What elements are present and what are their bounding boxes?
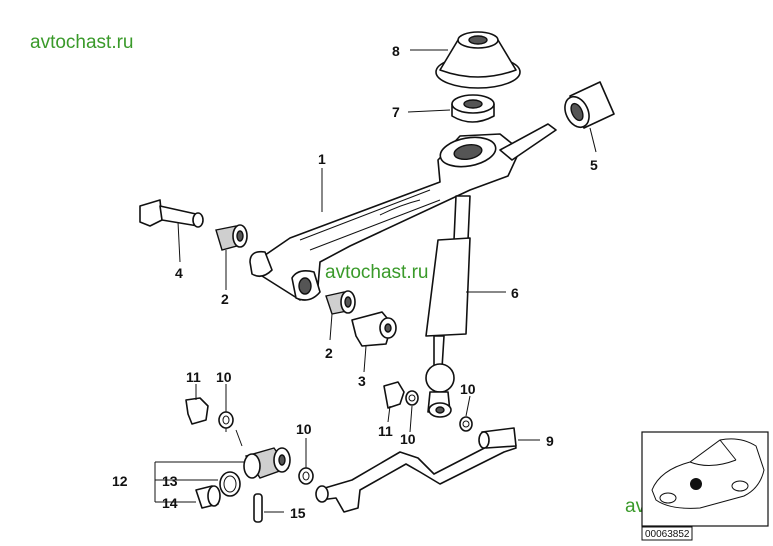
callout-3: 3 [358, 373, 366, 389]
callout-5: 5 [590, 157, 598, 173]
leader-lines [154, 49, 597, 513]
part-10-washer-c [459, 416, 473, 432]
car-location-inset [641, 431, 769, 527]
part-15-pin [253, 493, 263, 523]
part-2-bushing-upper [215, 224, 248, 251]
callout-10-a: 10 [216, 369, 232, 385]
callout-1: 1 [318, 151, 326, 167]
callout-7: 7 [392, 104, 400, 120]
callout-12: 12 [112, 473, 128, 489]
part-10-washer-a [218, 411, 234, 429]
callout-8: 8 [392, 43, 400, 59]
watermark-center: avtochast.ru [325, 262, 429, 283]
callout-10-c: 10 [460, 381, 476, 397]
callout-9: 9 [546, 433, 554, 449]
callout-labels: 8 7 5 1 4 2 6 2 3 11 10 10 11 10 10 9 12… [112, 43, 598, 521]
part-1-lever-bracket [249, 123, 557, 301]
diagram-number-box: 00063852 [641, 526, 693, 541]
part-11-clip-left [185, 397, 209, 425]
callout-2-lower: 2 [325, 345, 333, 361]
callout-6: 6 [511, 285, 519, 301]
callout-11-left: 11 [186, 369, 201, 385]
part-2-bushing-lower [325, 290, 356, 315]
callout-15: 15 [290, 505, 306, 521]
callout-10-b: 10 [400, 431, 416, 447]
callout-4: 4 [175, 265, 183, 281]
part-5-sleeve [564, 81, 615, 129]
part-10-washer-b [405, 390, 419, 406]
watermark-top-left: avtochast.ru [30, 32, 134, 53]
part-13-ring [219, 471, 241, 497]
part-12-joint [243, 447, 291, 479]
part-9-selector-rod [315, 427, 517, 513]
part-3-bracket [351, 311, 397, 347]
part-14-cap [195, 485, 221, 509]
callout-14: 14 [162, 495, 178, 511]
part-7-bushing [451, 94, 495, 123]
location-marker-icon [690, 478, 702, 490]
part-4-pivot-bracket [139, 199, 204, 228]
part-6-shift-rod [425, 195, 471, 418]
callout-13: 13 [162, 473, 178, 489]
callout-10-d: 10 [296, 421, 312, 437]
part-8-boot [435, 31, 521, 89]
callout-11-right: 11 [378, 423, 393, 439]
part-11-clip-right [383, 381, 405, 409]
diagram-number: 00063852 [645, 529, 690, 540]
part-10-washer-d [298, 467, 314, 485]
callout-2-upper: 2 [221, 291, 229, 307]
